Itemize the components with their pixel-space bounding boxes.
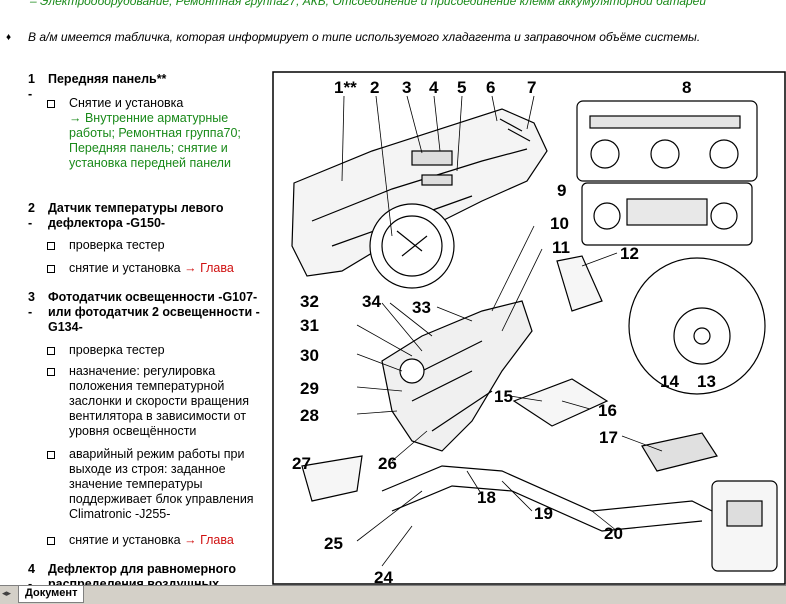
part-label: 7 [527, 78, 536, 97]
part-label: 31 [300, 316, 319, 335]
checkbox-bullet-icon [47, 537, 55, 545]
chapter-link[interactable]: → Глава [184, 533, 234, 547]
part-number-labels: 1** 2 3 4 5 6 7 8 9 10 11 12 13 14 15 16… [292, 78, 716, 585]
climate-system-diagram: 1** 2 3 4 5 6 7 8 9 10 11 12 13 14 15 16… [272, 71, 786, 585]
part-label: 3 [402, 78, 411, 97]
part-label: 9 [557, 181, 566, 200]
blower-drawing [628, 257, 766, 395]
part-label: 33 [412, 298, 431, 317]
part-label: 26 [378, 454, 397, 473]
item-number: 1 - [28, 72, 35, 101]
parts-drawing [301, 255, 778, 572]
part-label: 27 [292, 454, 311, 473]
part-label: 30 [300, 346, 319, 365]
repair-group-link[interactable]: → Внутренние арматурные работы; Ремонтна… [69, 111, 241, 170]
item-title: Датчик температуры левого дефлектора -G1… [48, 201, 224, 230]
checkbox-bullet-icon [47, 368, 55, 376]
part-label: 4 [429, 78, 439, 97]
part-label: 12 [620, 244, 639, 263]
checkbox-bullet-icon [47, 100, 55, 108]
part-label: 29 [300, 379, 319, 398]
item-number: 4 - [28, 562, 35, 585]
part-label: 24 [374, 568, 393, 585]
part-label: 14 [660, 372, 679, 391]
item-number: 2 - [28, 201, 35, 230]
control-panel-9 [581, 182, 753, 246]
part-label: 20 [604, 524, 623, 543]
chapter-link[interactable]: → Глава [184, 261, 234, 275]
item-number: 3 - [28, 290, 35, 319]
part-label: 5 [457, 78, 466, 97]
bottom-tab-bar: ◂▸ Документ [0, 585, 786, 604]
tab-document[interactable]: Документ [18, 586, 85, 603]
leader-lines [341, 95, 663, 567]
part-label: 15 [494, 387, 513, 406]
item-title: Дефлектор для равномерного распределения… [48, 562, 236, 585]
part-label: 10 [550, 214, 569, 233]
item-title: Передняя панель** [48, 72, 167, 86]
part-label: 28 [300, 406, 319, 425]
part-label: 34 [362, 292, 381, 311]
note-text: В а/м имеется табличка, которая информир… [28, 30, 701, 44]
item-title: Фотодатчик освещенности -G107- или фотод… [48, 290, 260, 334]
diamond-bullet-icon: ♦ [6, 32, 12, 43]
control-panel-8 [576, 100, 758, 182]
part-label: 16 [598, 401, 617, 420]
part-label: 2 [370, 78, 379, 97]
part-label: 13 [697, 372, 716, 391]
part-label: 32 [300, 292, 319, 311]
part-label: 18 [477, 488, 496, 507]
document-view: – Электрооборудование; Ремонтная группа2… [6, 0, 786, 585]
checkbox-bullet-icon [47, 347, 55, 355]
tab-scroll-arrows-icon[interactable]: ◂▸ [2, 588, 12, 598]
part-label: 19 [534, 504, 553, 523]
part-label: 1** [334, 78, 357, 97]
checkbox-bullet-icon [47, 265, 55, 273]
part-label: 17 [599, 428, 618, 447]
part-label: 25 [324, 534, 343, 553]
previous-text-fragment: – Электрооборудование; Ремонтная группа2… [30, 0, 707, 8]
part-label: 11 [552, 238, 570, 257]
checkbox-bullet-icon [47, 451, 55, 459]
heater-unit-drawing [381, 300, 533, 452]
checkbox-bullet-icon [47, 242, 55, 250]
part-label: 8 [682, 78, 691, 97]
part-label: 6 [486, 78, 495, 97]
